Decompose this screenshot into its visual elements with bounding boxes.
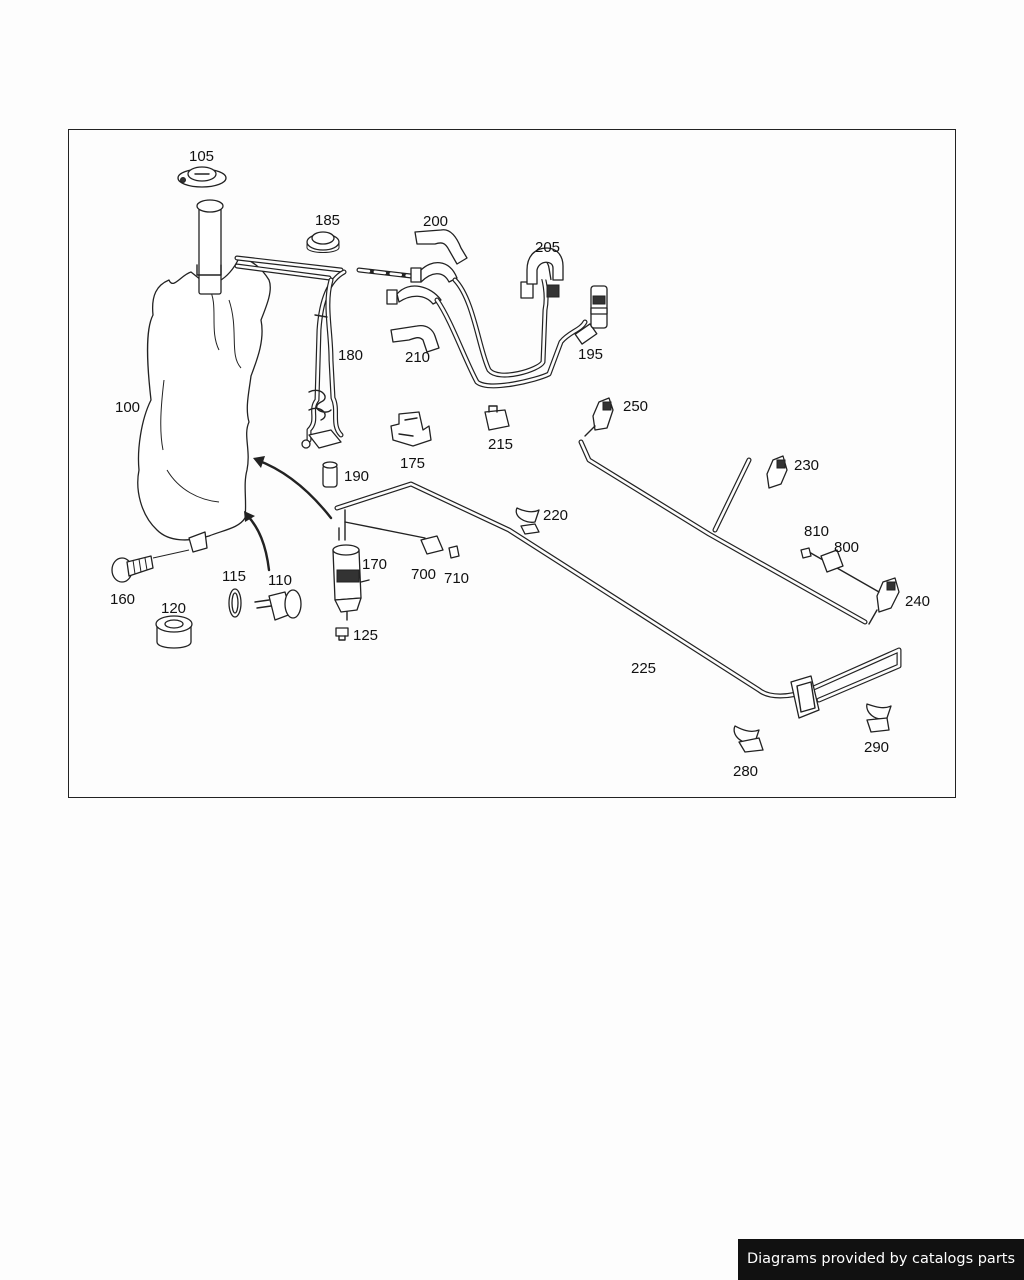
check-valve [800,547,880,593]
part-label-810: 810 [804,523,829,540]
part-label-710: 710 [444,570,469,587]
credit-banner: Diagrams provided by catalogs parts [738,1239,1024,1280]
part-label-170: 170 [362,556,387,573]
line-clip [733,725,764,753]
part-label-110: 110 [268,572,292,589]
part-label-290: 290 [864,739,889,756]
hose-connector-valve [590,285,608,329]
part-label-100: 100 [115,399,140,416]
part-label-195: 195 [578,346,603,363]
hose-segment [390,324,440,353]
line-clip [866,703,892,733]
part-label-190: 190 [344,468,369,485]
hose-segment [414,229,468,265]
part-label-120: 120 [161,600,186,617]
washer-nozzle [868,577,900,625]
part-label-205: 205 [535,239,560,256]
hose-clip [515,507,540,535]
part-label-240: 240 [905,593,930,610]
line-grommet [790,675,820,719]
washer-nozzle [584,397,614,437]
hose-elbow [526,247,564,285]
part-label-180: 180 [338,347,363,364]
part-label-250: 250 [623,398,648,415]
part-label-160: 160 [110,591,135,608]
diagram-drawing: 105 185 200 205 180 210 195 100 250 175 … [110,148,930,780]
grommet [155,615,193,649]
washer-nozzle [766,455,788,489]
reservoir-cap [177,166,227,188]
hose-clip [484,405,510,431]
check-valve [420,535,460,559]
part-label-220: 220 [543,507,568,524]
part-label-185: 185 [315,212,340,229]
part-label-800: 800 [834,539,859,556]
washer-fluid-reservoir [137,199,271,553]
part-label-175: 175 [400,455,425,472]
part-label-105: 105 [189,148,214,165]
part-label-215: 215 [488,436,513,453]
part-label-115: 115 [222,568,246,585]
part-label-280: 280 [733,763,758,780]
washer-pump [332,509,370,621]
washer-hose-assembly [234,255,347,449]
filter [322,461,338,488]
hose-connector [386,262,458,305]
part-label-200: 200 [423,213,448,230]
washer-line [334,481,902,703]
hose-line [434,257,598,389]
parts-diagram: 105 185 200 205 180 210 195 100 250 175 … [68,129,956,798]
mounting-bracket [390,411,432,447]
screw [111,555,154,583]
part-label-210: 210 [405,349,430,366]
part-label-125: 125 [353,627,378,644]
part-label-225: 225 [631,660,656,677]
pump-clip [335,627,349,641]
nozzle-line [578,439,868,625]
part-label-700: 700 [411,566,436,583]
hose-grommet [306,231,340,253]
level-sensor [254,589,302,621]
part-label-230: 230 [794,457,819,474]
